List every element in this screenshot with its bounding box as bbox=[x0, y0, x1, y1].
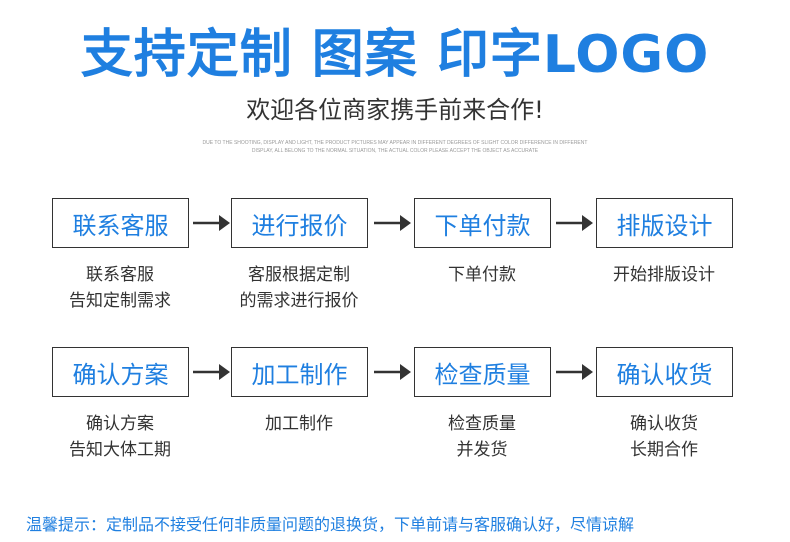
step-desc: 客服根据定制的需求进行报价 bbox=[199, 262, 399, 314]
step-layout-design-box: 排版设计 bbox=[596, 198, 733, 248]
step-desc-line: 长期合作 bbox=[630, 440, 698, 460]
step-payment-box: 下单付款 bbox=[414, 198, 551, 248]
step-contact-service-box: 联系客服 bbox=[52, 198, 189, 248]
step-desc-line: 告知定制需求 bbox=[69, 291, 171, 311]
step-desc-line: 检查质量 bbox=[448, 414, 516, 434]
fine-print-line-2: DISPLAY, ALL BELONG TO THE NORMAL SITUAT… bbox=[251, 148, 539, 154]
step-desc-line: 客服根据定制 bbox=[248, 265, 350, 285]
step-desc-line: 联系客服 bbox=[86, 265, 154, 285]
step-label: 排版设计 bbox=[616, 211, 713, 240]
page-subtitle: 欢迎各位商家携手前来合作! bbox=[246, 96, 544, 124]
arrow-right-icon bbox=[193, 215, 230, 231]
step-quote-box: 进行报价 bbox=[231, 198, 368, 248]
step-label: 加工制作 bbox=[251, 360, 348, 389]
step-desc-line: 确认方案 bbox=[86, 414, 154, 434]
page-title: 支持定制 图案 印字LOGO bbox=[80, 25, 710, 85]
step-production-box: 加工制作 bbox=[231, 347, 368, 397]
step-quality-check-box: 检查质量 bbox=[414, 347, 551, 397]
process-row-1: 联系客服 进行报价 下单付款 排版设计 bbox=[0, 198, 790, 258]
step-desc-line: 告知大体工期 bbox=[69, 440, 171, 460]
arrow-right-icon bbox=[374, 215, 411, 231]
step-desc-line: 开始排版设计 bbox=[613, 265, 715, 285]
step-label: 确认收货 bbox=[616, 360, 713, 389]
arrow-right-icon bbox=[556, 364, 593, 380]
step-desc-line: 下单付款 bbox=[448, 265, 516, 285]
step-desc-line: 的需求进行报价 bbox=[239, 291, 359, 311]
step-label: 下单付款 bbox=[434, 211, 531, 240]
step-confirm-plan-box: 确认方案 bbox=[52, 347, 189, 397]
fine-print: DUE TO THE SHOOTING, DISPLAY AND LIGHT, … bbox=[190, 139, 600, 155]
arrow-right-icon bbox=[374, 364, 411, 380]
step-desc: 检查质量并发货 bbox=[382, 411, 582, 463]
step-desc-line: 并发货 bbox=[456, 440, 508, 460]
arrow-right-icon bbox=[556, 215, 593, 231]
step-label: 确认方案 bbox=[72, 360, 169, 389]
process-row-2: 确认方案 加工制作 检查质量 确认收货 bbox=[0, 347, 790, 407]
step-desc: 下单付款 bbox=[382, 262, 582, 288]
step-desc-line: 确认收货 bbox=[630, 414, 698, 434]
step-label: 进行报价 bbox=[251, 211, 348, 240]
step-desc: 确认方案告知大体工期 bbox=[20, 411, 220, 463]
step-desc: 开始排版设计 bbox=[564, 262, 764, 288]
fine-print-line-1: DUE TO THE SHOOTING, DISPLAY AND LIGHT, … bbox=[202, 140, 588, 146]
step-desc: 加工制作 bbox=[199, 411, 399, 437]
step-desc: 联系客服告知定制需求 bbox=[20, 262, 220, 314]
footer-tip: 温馨提示：定制品不接受任何非质量问题的退换货，下单前请与客服确认好，尽情谅解 bbox=[26, 515, 635, 534]
arrow-right-icon bbox=[193, 364, 230, 380]
step-confirm-receipt-box: 确认收货 bbox=[596, 347, 733, 397]
step-desc-line: 加工制作 bbox=[265, 414, 333, 434]
step-desc: 确认收货长期合作 bbox=[564, 411, 764, 463]
step-label: 检查质量 bbox=[434, 360, 531, 389]
step-label: 联系客服 bbox=[72, 211, 169, 240]
